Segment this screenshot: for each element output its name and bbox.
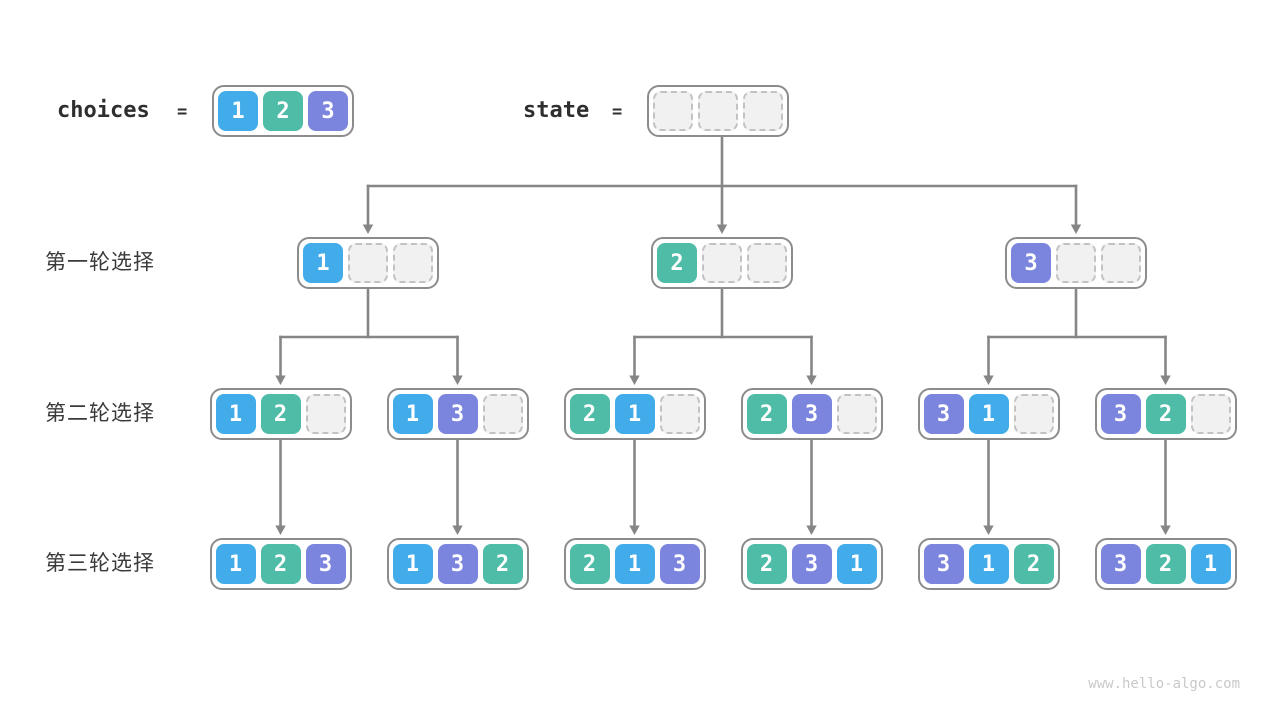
choice-cell-1: 1 — [614, 394, 655, 434]
empty-slot — [1190, 394, 1231, 434]
empty-slot — [836, 394, 877, 434]
choice-cell-1: 1 — [218, 91, 258, 131]
choice-cell-2: 2 — [746, 544, 787, 584]
choice-cell-2: 2 — [569, 544, 610, 584]
empty-slot — [393, 243, 433, 283]
row-label-round-2: 第二轮选择 — [45, 402, 155, 425]
empty-slot — [482, 394, 523, 434]
choice-cell-1: 1 — [392, 394, 433, 434]
choice-cell-1: 1 — [968, 544, 1009, 584]
choice-cell-2: 2 — [1145, 394, 1186, 434]
empty-slot — [348, 243, 388, 283]
choice-cell-3: 3 — [923, 544, 964, 584]
choice-cell-3: 3 — [437, 394, 478, 434]
state-node-round1-3: 3 — [1005, 237, 1147, 289]
row-label-round-3: 第三轮选择 — [45, 552, 155, 575]
choice-cell-1: 1 — [215, 394, 256, 434]
choice-cell-2: 2 — [1145, 544, 1186, 584]
choice-cell-2: 2 — [657, 243, 697, 283]
empty-slot — [659, 394, 700, 434]
row-label-round-1: 第一轮选择 — [45, 251, 155, 274]
state-node-round1-1: 1 — [297, 237, 439, 289]
empty-slot — [1056, 243, 1096, 283]
state-label: state — [523, 98, 590, 123]
state-equals: = — [612, 102, 623, 122]
choice-cell-1: 1 — [392, 544, 433, 584]
empty-slot — [702, 243, 742, 283]
choice-cell-3: 3 — [1100, 544, 1141, 584]
choice-cell-3: 3 — [923, 394, 964, 434]
watermark: www.hello-algo.com — [1088, 676, 1240, 692]
empty-slot — [1013, 394, 1054, 434]
choice-cell-3: 3 — [791, 394, 832, 434]
choices-equals: = — [177, 102, 188, 122]
choice-cell-1: 1 — [303, 243, 343, 283]
choice-cell-1: 1 — [836, 544, 877, 584]
empty-slot — [698, 91, 738, 131]
empty-slot — [1101, 243, 1141, 283]
empty-slot — [747, 243, 787, 283]
choice-cell-3: 3 — [1100, 394, 1141, 434]
choice-cell-1: 1 — [1190, 544, 1231, 584]
empty-slot — [305, 394, 346, 434]
choice-cell-2: 2 — [260, 544, 301, 584]
choice-cell-3: 3 — [437, 544, 478, 584]
empty-slot — [743, 91, 783, 131]
state-array-empty — [647, 85, 789, 137]
choice-cell-2: 2 — [746, 394, 787, 434]
choice-cell-3: 3 — [659, 544, 700, 584]
choice-cell-3: 3 — [1011, 243, 1051, 283]
choice-cell-3: 3 — [305, 544, 346, 584]
choice-cell-1: 1 — [968, 394, 1009, 434]
choice-cell-2: 2 — [569, 394, 610, 434]
state-node-round1-2: 2 — [651, 237, 793, 289]
choice-cell-1: 1 — [614, 544, 655, 584]
choice-cell-2: 2 — [263, 91, 303, 131]
empty-slot — [653, 91, 693, 131]
choice-cell-2: 2 — [1013, 544, 1054, 584]
choice-cell-1: 1 — [215, 544, 256, 584]
choices-label: choices — [57, 98, 150, 123]
choice-cell-3: 3 — [308, 91, 348, 131]
choice-cell-3: 3 — [791, 544, 832, 584]
choice-cell-2: 2 — [482, 544, 523, 584]
choice-cell-2: 2 — [260, 394, 301, 434]
